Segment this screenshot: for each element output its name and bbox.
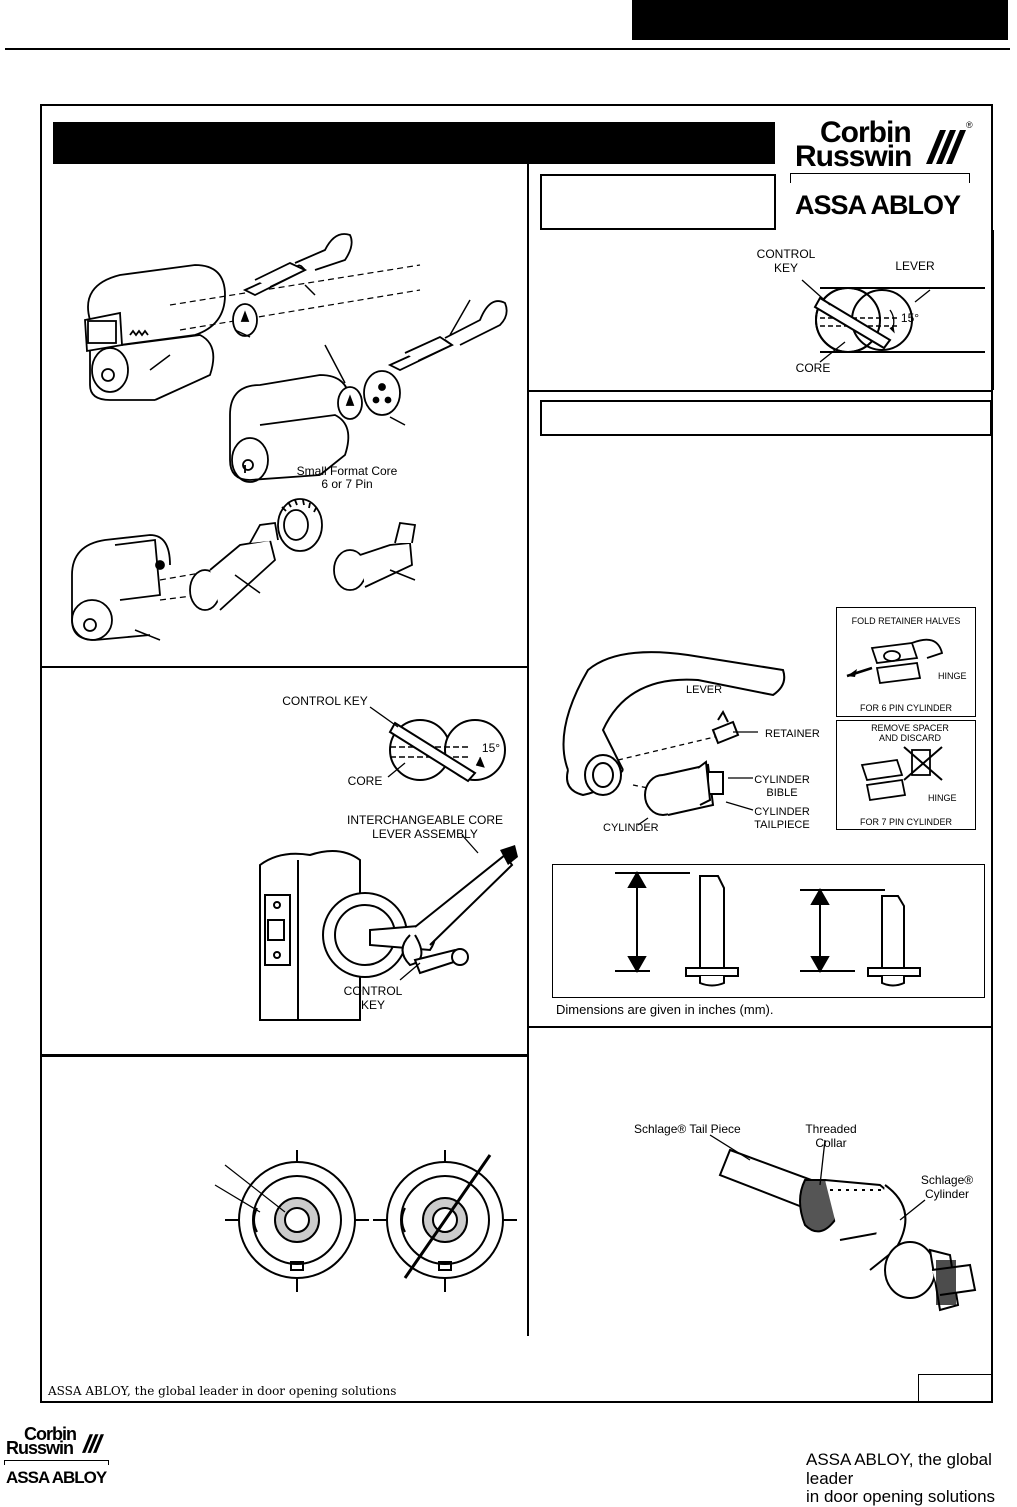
control-key-door-line1: CONTROL (343, 984, 403, 998)
lever-label-mid: LEVER (686, 684, 723, 696)
door-lever-illustration (259, 834, 518, 1021)
brand-parent: ASSA ABLOY (795, 190, 961, 220)
angle-label-mid: 15° (481, 741, 501, 755)
six-pin-inset (836, 607, 976, 717)
lever-label-top: LEVER (895, 259, 935, 273)
inner-footer-tagline: ASSA ABLOY, the global leader in door op… (48, 1384, 397, 1398)
remove-spacer-line2: AND DISCARD (878, 733, 941, 744)
fold-retainer-label: FOLD RETAINER HALVES (851, 616, 961, 626)
schlage-cylinder-diagram (709, 1134, 977, 1312)
cylinder-bible-line1: CYLINDER (754, 774, 810, 786)
bottom-brand-parent: ASSA ABLOY (6, 1468, 107, 1487)
lever-cylinder-exploded (562, 651, 786, 826)
ic-lever-line2: LEVER ASSEMBLY (372, 826, 478, 841)
divider-right-upper (527, 390, 993, 392)
tailpiece-dimensions-box (552, 864, 985, 998)
core-face-comparison (214, 1150, 517, 1292)
cylinder-tailpiece-line1: CYLINDER (754, 806, 810, 818)
retainer-label: RETAINER (765, 728, 820, 740)
brand-mark-icon (926, 130, 966, 164)
bottom-brand-name-line2: Russwin (6, 1438, 74, 1458)
exploded-core-diagram (71, 233, 508, 641)
hinge-label-a: HINGE (938, 671, 967, 681)
cylinder-tailpiece-line2: TAILPIECE (754, 818, 810, 831)
bottom-brand-mark-icon (82, 1434, 104, 1453)
page-number-box (918, 1374, 993, 1403)
divider-left-lower (40, 1054, 528, 1057)
for-6-pin-label: FOR 6 PIN CYLINDER (859, 703, 953, 713)
cylinder-label: CYLINDER (603, 822, 659, 834)
header-rule (5, 48, 1010, 50)
bottom-tagline: ASSA ABLOY, the global leader in door op… (806, 1450, 1011, 1507)
control-key-line2: KEY (773, 260, 798, 275)
brand-name-line1: Corbin (820, 116, 912, 149)
control-key-label-mid: CONTROL KEY (282, 694, 368, 708)
bottom-tagline-line1: ASSA ABLOY, the global leader (806, 1450, 992, 1488)
seven-pin-inset (836, 720, 976, 830)
divider-vertical-upper (527, 164, 529, 1336)
section-heading-box (540, 400, 992, 436)
divider-right-lower (527, 1026, 993, 1028)
divider-left-mid (40, 666, 528, 668)
hinge-label-b: HINGE (928, 793, 957, 803)
divider-footer (40, 1373, 993, 1374)
schlage-cylinder-line2: Cylinder (924, 1186, 969, 1201)
tailpiece-dimensions-diagram (615, 870, 921, 987)
small-format-core-pins-label: 6 or 7 Pin (321, 477, 373, 491)
control-key-lever-diagram (801, 279, 985, 363)
threaded-collar-line1: Threaded (805, 1122, 857, 1136)
remove-spacer-line1: REMOVE SPACER (871, 723, 949, 733)
for-7-pin-label: FOR 7 PIN CYLINDER (859, 817, 953, 827)
header-tab (632, 0, 1008, 40)
core-rotation-diagram (369, 706, 506, 783)
threaded-collar-line2: Collar (815, 1135, 847, 1150)
six-pin-retainer-sketch (846, 638, 944, 684)
registered-mark: ® (966, 120, 973, 130)
dimensions-note: Dimensions are given in inches (mm). (556, 1002, 774, 1017)
small-format-core-label: Small Format Core (296, 464, 398, 478)
logo-bracket (790, 173, 970, 183)
instruction-sheet-frame (40, 104, 993, 1403)
control-key-line1: CONTROL (756, 247, 816, 261)
schlage-tail-piece-label: Schlage® Tail Piece (634, 1122, 741, 1136)
right-frame-stub (992, 230, 994, 390)
angle-label-top: 15° (900, 311, 920, 325)
ic-lever-line1: INTERCHANGEABLE CORE (346, 813, 504, 827)
schlage-cylinder-label: Schlage®Cylinder (914, 1173, 980, 1202)
seven-pin-retainer-sketch (860, 746, 943, 802)
bottom-logo-rule (4, 1460, 109, 1465)
brand-name-line2: Russwin (795, 140, 912, 173)
brand-logo: Corbin Russwin ® ASSA ABLOY (790, 116, 990, 226)
cylinder-bible-line2: BIBLE (766, 786, 798, 799)
schlage-cylinder-line1: Schlage® (920, 1173, 974, 1187)
bottom-tagline-line2: in door opening solutions (806, 1487, 996, 1507)
core-label-mid: CORE (347, 774, 383, 788)
bottom-brand-logo: Corbin Russwin ASSA ABLOY (4, 1424, 114, 1490)
control-key-door-line2: KEY (360, 997, 385, 1012)
core-label-top: CORE (795, 361, 831, 375)
step-heading-box (540, 174, 776, 230)
bottom-brand-name-line1: Corbin (24, 1424, 77, 1444)
title-bar (53, 122, 775, 164)
